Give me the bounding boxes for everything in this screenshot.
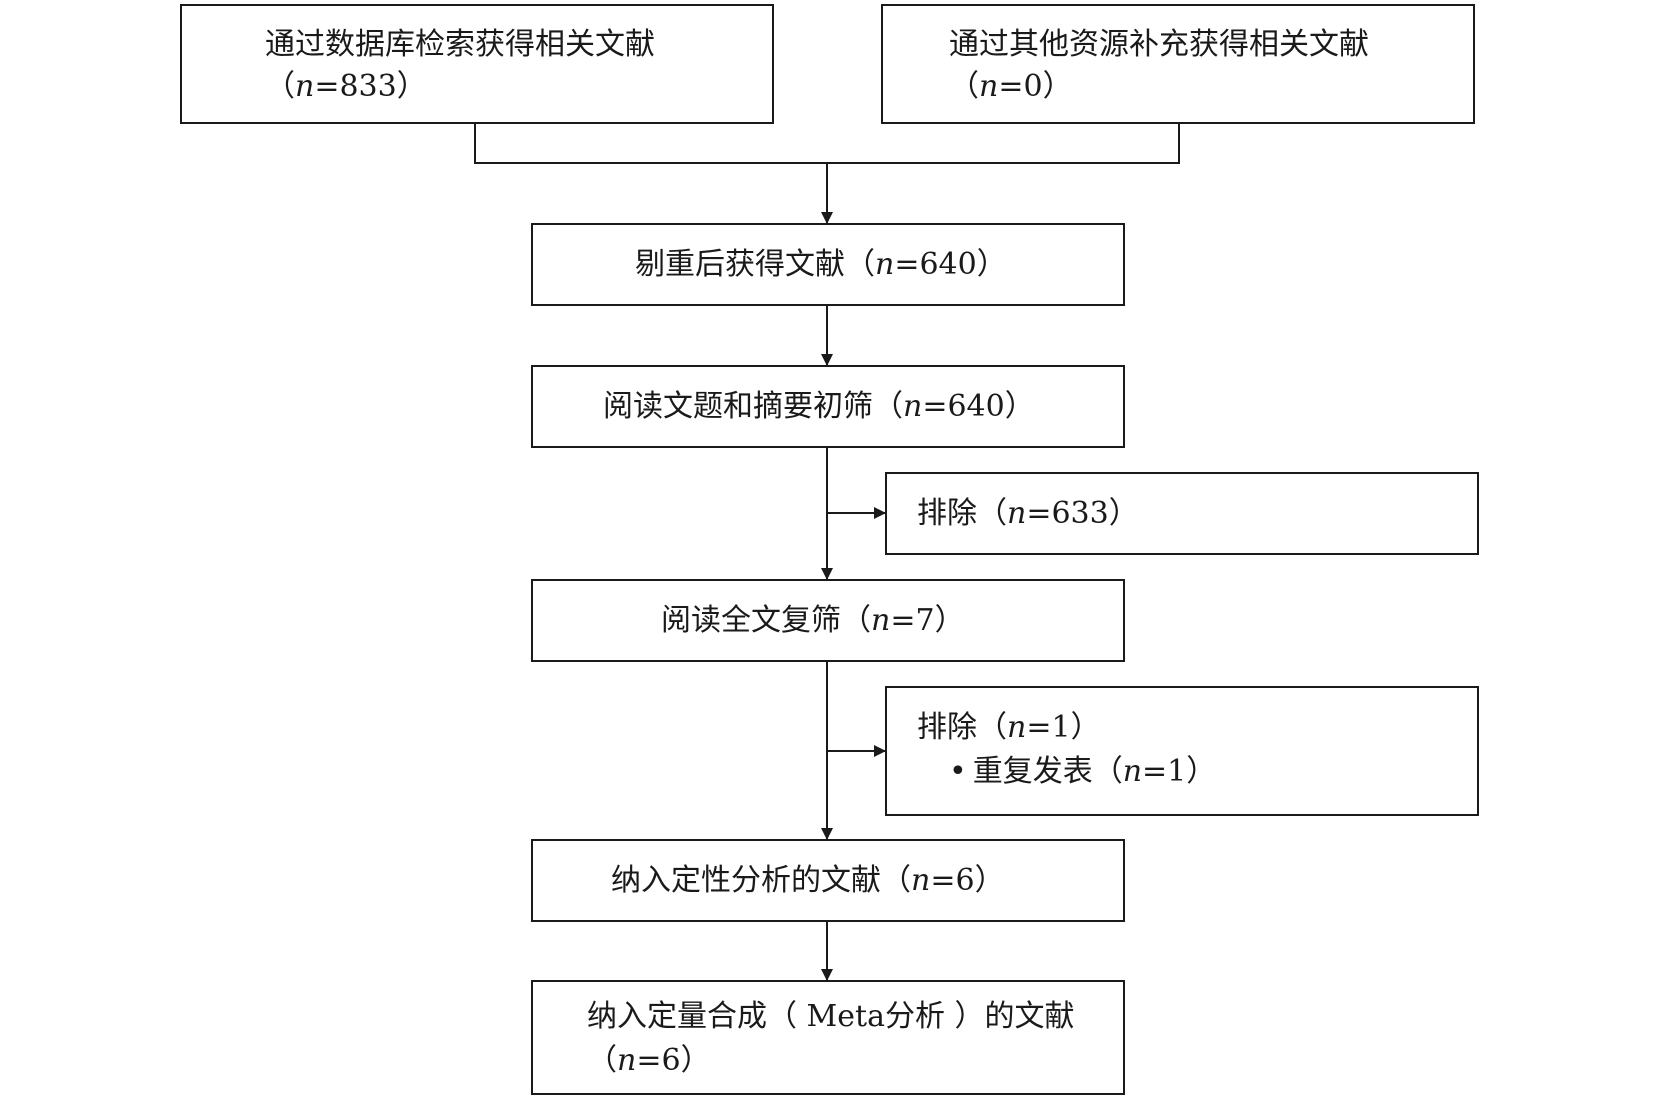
paren-open: （ xyxy=(873,389,903,424)
excluded-2-reason: •重复发表（n=1） xyxy=(949,751,1216,793)
paren-close: ） xyxy=(976,247,1007,282)
full-text-screen-label: 阅读全文复筛 xyxy=(661,603,841,638)
title-abstract-screen-box: 阅读文题和摘要初筛（n=640） xyxy=(531,365,1125,448)
count-value: =7 xyxy=(890,603,935,638)
count-value: =1 xyxy=(1026,710,1071,745)
qualitative-synthesis-label: 纳入定性分析的文献 xyxy=(611,863,881,898)
paren-close: ） xyxy=(1004,389,1035,424)
n-variable: n xyxy=(903,389,923,424)
after-dedup-box: 剔重后获得文献（n=640） xyxy=(531,223,1125,306)
n-variable: n xyxy=(1007,710,1027,745)
title-abstract-screen-text: 阅读文题和摘要初筛（n=640） xyxy=(603,386,1035,428)
count-value: =0 xyxy=(998,69,1043,104)
title-abstract-screen-label: 阅读文题和摘要初筛 xyxy=(603,389,873,424)
paren-close: ） xyxy=(1042,69,1073,104)
full-text-screen-box: 阅读全文复筛（n=7） xyxy=(531,579,1125,662)
database-search-count: （n=833） xyxy=(265,66,427,108)
paren-close: ） xyxy=(1070,710,1101,745)
duplicate-publication-label: 重复发表 xyxy=(972,754,1093,789)
quantitative-synthesis-box: 纳入定量合成（ Meta分析 ）的文献 （n=6） xyxy=(531,980,1125,1095)
paren-open: （ xyxy=(845,247,875,282)
paren-open: （ xyxy=(977,496,1007,531)
count-value: =640 xyxy=(922,389,1005,424)
paren-open: （ xyxy=(587,1043,617,1078)
quantitative-synthesis-count: （n=6） xyxy=(587,1040,711,1082)
n-variable: n xyxy=(1122,754,1143,789)
count-value: =633 xyxy=(1026,496,1109,531)
paren-close: ） xyxy=(1108,496,1139,531)
count-value: =6 xyxy=(930,863,975,898)
paren-close: ） xyxy=(1186,754,1217,789)
n-variable: n xyxy=(295,69,315,104)
n-variable: n xyxy=(1007,496,1027,531)
paren-open: （ xyxy=(265,69,295,104)
other-sources-count: （n=0） xyxy=(949,66,1073,108)
count-value: =1 xyxy=(1142,754,1187,789)
excluded-box-2: 排除（n=1） •重复发表（n=1） xyxy=(885,686,1479,816)
excluded-2-text: 排除（n=1） xyxy=(917,707,1101,749)
excluded-1-label: 排除 xyxy=(917,496,977,531)
qualitative-synthesis-box: 纳入定性分析的文献（n=6） xyxy=(531,839,1125,922)
paren-close: ） xyxy=(680,1043,711,1078)
other-sources-label: 通过其他资源补充获得相关文献 xyxy=(949,24,1369,66)
paren-open: （ xyxy=(1092,754,1123,789)
other-sources-title: 通过其他资源补充获得相关文献 xyxy=(949,27,1369,62)
database-search-title: 通过数据库检索获得相关文献 xyxy=(265,27,655,62)
quantitative-synthesis-label: 纳入定量合成（ Meta分析 ）的文献 xyxy=(587,996,1075,1038)
n-variable: n xyxy=(911,863,931,898)
paren-close: ） xyxy=(934,603,965,638)
paren-close: ） xyxy=(396,69,427,104)
bullet-icon: • xyxy=(949,754,967,789)
database-search-box: 通过数据库检索获得相关文献 （n=833） xyxy=(180,4,774,124)
quantitative-synthesis-title: 纳入定量合成（ Meta分析 ）的文献 xyxy=(587,999,1075,1034)
other-sources-box: 通过其他资源补充获得相关文献 （n=0） xyxy=(881,4,1475,124)
database-search-label: 通过数据库检索获得相关文献 xyxy=(265,24,655,66)
paren-open: （ xyxy=(881,863,911,898)
paren-close: ） xyxy=(974,863,1005,898)
after-dedup-text: 剔重后获得文献（n=640） xyxy=(635,244,1007,286)
count-value: =833 xyxy=(314,69,397,104)
excluded-1-text: 排除（n=633） xyxy=(917,493,1139,535)
merge-connector xyxy=(474,124,1180,164)
full-text-screen-text: 阅读全文复筛（n=7） xyxy=(661,600,965,642)
qualitative-synthesis-text: 纳入定性分析的文献（n=6） xyxy=(611,860,1005,902)
n-variable: n xyxy=(979,69,999,104)
after-dedup-label: 剔重后获得文献 xyxy=(635,247,845,282)
count-value: =640 xyxy=(894,247,977,282)
n-variable: n xyxy=(871,603,891,638)
paren-open: （ xyxy=(977,710,1007,745)
excluded-box-1: 排除（n=633） xyxy=(885,472,1479,555)
excluded-2-label: 排除 xyxy=(917,710,977,745)
n-variable: n xyxy=(617,1043,637,1078)
count-value: =6 xyxy=(636,1043,681,1078)
n-variable: n xyxy=(875,247,895,282)
paren-open: （ xyxy=(949,69,979,104)
paren-open: （ xyxy=(841,603,871,638)
